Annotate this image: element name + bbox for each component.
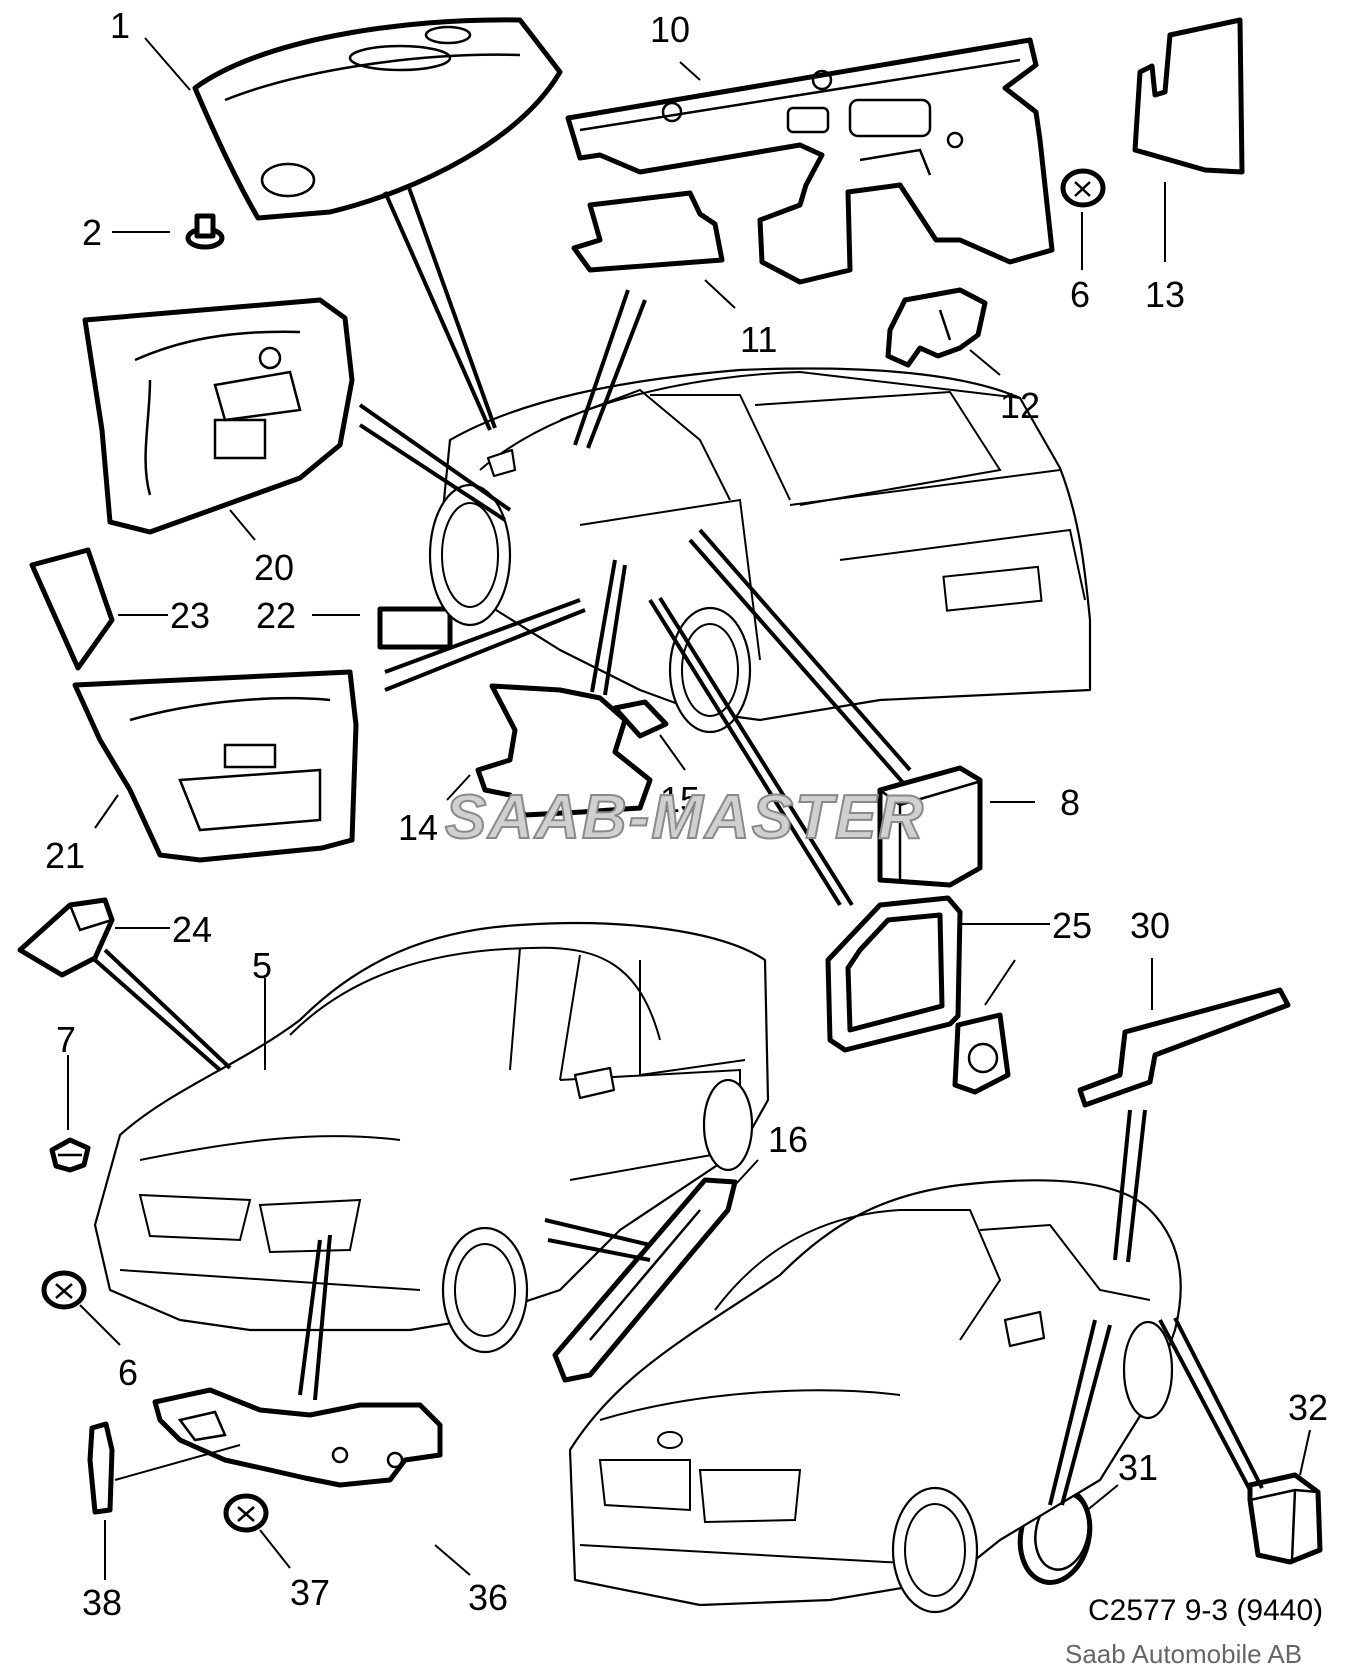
part-strip-30	[1077, 987, 1291, 1108]
part-pad-15	[612, 699, 669, 739]
callout-6-top: 6	[1070, 274, 1090, 315]
part-grommet-25	[952, 1012, 1011, 1095]
callout-23: 23	[170, 595, 210, 636]
callout-36: 36	[468, 1577, 508, 1618]
callout-22: 22	[256, 595, 296, 636]
callout-30: 30	[1130, 905, 1170, 946]
callout-14: 14	[398, 807, 438, 848]
part-block-12	[885, 287, 988, 368]
part-floor-insulation-14	[475, 683, 653, 818]
callout-21: 21	[45, 835, 85, 876]
part-block-8	[877, 765, 983, 888]
part-clip-2	[185, 213, 225, 250]
part-bracket-38	[87, 1421, 115, 1515]
callout-31: 31	[1118, 1447, 1158, 1488]
callout-8: 8	[1060, 782, 1080, 823]
callout-16: 16	[768, 1119, 808, 1160]
part-bulkhead-insulation	[565, 37, 1055, 285]
part-pad-23	[29, 547, 115, 671]
callout-7: 7	[56, 1019, 76, 1060]
part-panel-13	[1132, 17, 1245, 175]
part-front-door-panel	[82, 297, 355, 535]
part-grommet-6-top	[1060, 168, 1106, 208]
callout-24: 24	[172, 909, 212, 950]
part-seal-25	[825, 895, 963, 1053]
pointer-lines	[93, 184, 1264, 1506]
callout-10: 10	[650, 9, 690, 50]
part-sill-insulation-16	[552, 1177, 738, 1383]
watermark: SAAB-MASTER	[445, 783, 925, 852]
part-pad-22	[377, 606, 453, 650]
leader-lines	[67, 37, 1311, 1580]
part-grommet-37	[223, 1493, 269, 1533]
part-clip-7	[49, 1137, 91, 1173]
callout-5: 5	[252, 945, 272, 986]
callout-2: 2	[82, 212, 102, 253]
callout-11: 11	[740, 319, 777, 360]
car-front-view	[93, 921, 770, 1354]
callout-32: 32	[1288, 1387, 1328, 1428]
callout-labels: 1 2 5 6 6 7 8 10 11 12 13 14 15 16 20 21…	[45, 5, 1328, 1623]
copyright: Saab Automobile AB	[1065, 1639, 1302, 1669]
drawing-reference: C2577 9-3 (9440)	[1088, 1594, 1323, 1627]
part-pad-11	[571, 190, 725, 273]
callout-37: 37	[290, 1572, 330, 1613]
callout-25: 25	[1052, 905, 1092, 946]
part-headliner	[192, 17, 563, 221]
callout-15: 15	[660, 779, 700, 820]
part-rear-door-panel	[72, 669, 359, 863]
callout-12: 12	[1000, 385, 1040, 426]
callout-20: 20	[254, 547, 294, 588]
callout-13: 13	[1145, 274, 1185, 315]
car-convertible	[568, 1179, 1182, 1614]
car-rear-view	[428, 367, 1092, 734]
callout-38: 38	[82, 1582, 122, 1623]
part-bracket-24	[17, 897, 115, 978]
part-grommet-6-lower	[41, 1270, 87, 1310]
callout-6-lower: 6	[118, 1352, 138, 1393]
part-lower-bulkhead	[152, 1387, 443, 1488]
callout-1: 1	[110, 5, 130, 46]
part-block-32	[1247, 1472, 1323, 1565]
